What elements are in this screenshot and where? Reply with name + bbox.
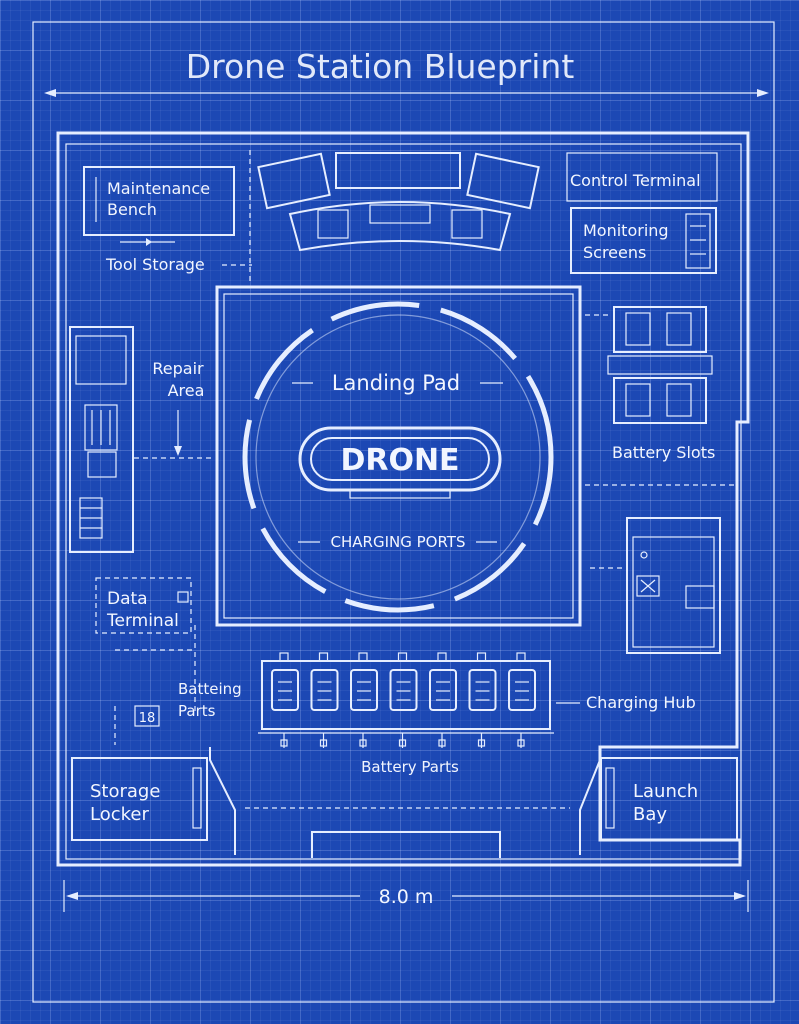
monitor-right	[466, 152, 540, 210]
data-terminal-label-1: Data	[107, 589, 148, 609]
data-terminal: Data Terminal	[95, 577, 192, 634]
control-terminal-label: Control Terminal	[570, 171, 701, 190]
inner-wall-line	[65, 143, 742, 860]
monitor-center	[335, 152, 461, 189]
landing-pad: Landing Pad DRONE CHARGING PORTS	[215, 285, 582, 627]
monitoring-screens-label-1: Monitoring	[583, 221, 669, 240]
launch-bay-label-1: Launch	[633, 781, 698, 802]
drone-badge: DRONE	[298, 426, 502, 499]
entry-door	[209, 747, 601, 858]
storage-locker-label-1: Storage	[90, 781, 160, 802]
control-desk	[257, 152, 540, 252]
bottom-dimension-line	[63, 880, 749, 912]
battery-module	[508, 652, 536, 748]
battery-parts-bottom-label: Battery Parts	[361, 758, 459, 776]
control-terminal: Control Terminal	[566, 152, 718, 202]
outer-border	[32, 21, 775, 1003]
battery-slots: Battery Slots	[607, 306, 715, 462]
battery-module	[310, 652, 339, 748]
monitoring-screens: Monitoring Screens	[570, 207, 717, 274]
charging-ports-label: CHARGING PORTS	[331, 533, 466, 551]
building-walls	[56, 131, 750, 867]
numbered-box-label: 18	[139, 711, 156, 726]
battery-slots-label: Battery Slots	[612, 443, 715, 462]
battery-parts-left-label-2: Parts	[178, 702, 216, 720]
battery-parts-left-label-1: Batteing	[178, 680, 242, 698]
repair-area-label-2: Area	[168, 381, 205, 400]
battery-module	[389, 652, 418, 748]
repair-area-label-1: Repair	[152, 359, 204, 378]
battery-module	[468, 652, 497, 748]
drone-label: DRONE	[340, 443, 459, 478]
launch-bay: Launch Bay	[600, 757, 738, 841]
battery-module	[350, 652, 378, 748]
maintenance-bench-label-1: Maintenance	[107, 179, 210, 198]
dimension-label: 8.0 m	[379, 886, 434, 908]
top-dimension-line	[44, 89, 769, 97]
repair-area-rack	[69, 326, 134, 553]
battery-module	[271, 652, 299, 748]
monitoring-screens-label-2: Screens	[583, 243, 646, 262]
landing-pad-label: Landing Pad	[332, 371, 460, 395]
maintenance-bench: Maintenance Bench	[83, 166, 235, 246]
battery-module	[429, 652, 457, 748]
equipment-cabinet	[626, 517, 721, 654]
tool-storage-label: Tool Storage	[105, 255, 205, 274]
charging-hub	[258, 652, 554, 748]
storage-locker: Storage Locker	[71, 757, 208, 841]
maintenance-bench-label-2: Bench	[107, 200, 157, 219]
launch-bay-label-2: Bay	[633, 804, 667, 825]
numbered-box: 18	[134, 705, 160, 727]
data-terminal-label-2: Terminal	[106, 611, 179, 631]
page-title: Drone Station Blueprint	[186, 47, 575, 86]
monitor-left	[257, 152, 331, 210]
storage-locker-label-2: Locker	[90, 804, 149, 825]
charging-hub-label: Charging Hub	[586, 693, 696, 712]
